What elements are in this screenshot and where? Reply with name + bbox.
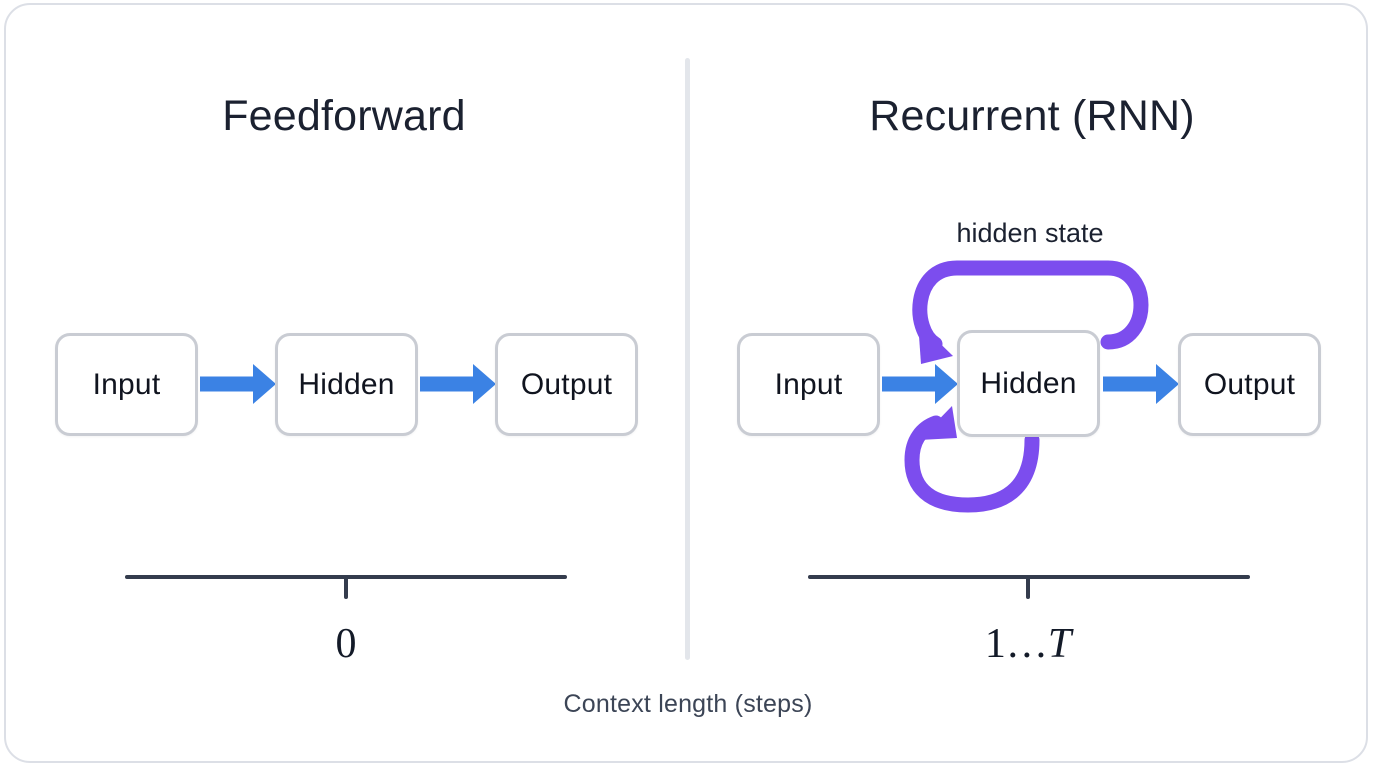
node-recurrent-output[interactable]: Output (1178, 333, 1321, 436)
panel-divider (685, 58, 690, 660)
context-value-recurrent-end: T (1047, 621, 1072, 667)
node-feedforward-hidden[interactable]: Hidden (275, 333, 418, 436)
context-value-feedforward: 0 (166, 620, 526, 668)
node-feedforward-output[interactable]: Output (495, 333, 638, 436)
context-value-feedforward-text: 0 (335, 621, 357, 667)
panel-title-feedforward: Feedforward (222, 92, 466, 140)
context-value-recurrent-ellipsis: … (1005, 621, 1048, 667)
context-value-recurrent-start: 1 (984, 621, 1006, 667)
context-ruler-tick-recurrent (1026, 577, 1030, 599)
hidden-state-annotation: hidden state (956, 218, 1104, 248)
axis-caption: Context length (steps) (563, 690, 813, 718)
node-recurrent-input[interactable]: Input (737, 333, 880, 436)
node-feedforward-input[interactable]: Input (55, 333, 198, 436)
context-ruler-tick-feedforward (344, 577, 348, 599)
context-value-recurrent: 1…T (848, 620, 1208, 668)
node-recurrent-hidden[interactable]: Hidden (957, 330, 1100, 437)
panel-title-recurrent: Recurrent (RNN) (869, 92, 1195, 140)
